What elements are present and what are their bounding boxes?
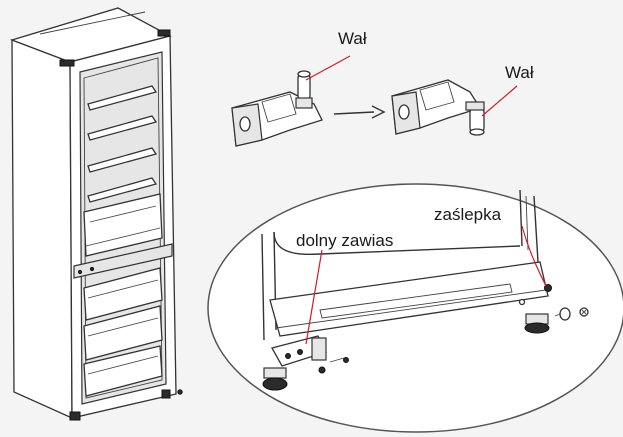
label-shaft-top: Wał — [338, 29, 367, 48]
vent-grille — [319, 283, 513, 319]
hinge-plate — [261, 93, 297, 123]
freezer-drawer — [83, 305, 163, 361]
plug-cap — [554, 307, 571, 321]
plug-hole — [544, 284, 552, 292]
door-bottom-panel — [269, 261, 549, 337]
leader-bottom-hinge — [305, 249, 323, 345]
label-bottom-hinge: dolny zawias — [296, 231, 393, 250]
fridge-top-hinge — [59, 59, 75, 67]
hinge-slot — [239, 116, 251, 132]
shelf — [87, 177, 158, 203]
cabinet-right-edge — [519, 189, 523, 247]
hinge-shaft — [297, 73, 311, 101]
shelf — [87, 147, 158, 173]
bottom-hinge — [271, 335, 349, 374]
hinge-shaft-top — [297, 70, 311, 78]
freezer-drawer — [83, 345, 163, 397]
arrow-head — [371, 105, 386, 119]
leader-shaft-top — [305, 55, 351, 81]
leader-plug — [521, 225, 547, 287]
freezer-drawers — [83, 267, 163, 397]
bottom-hinge-screw — [297, 349, 303, 355]
transfer-arrow — [333, 105, 386, 119]
screw-cross — [581, 309, 587, 315]
hinge-shaft-base — [295, 97, 313, 109]
left-foot — [262, 367, 288, 391]
shelf — [87, 85, 158, 111]
door-hole — [518, 298, 526, 306]
foot-top — [263, 367, 287, 379]
crisper-drawer-edge — [85, 227, 161, 247]
right-foot — [524, 313, 550, 334]
cabinet-right-outer — [533, 195, 539, 263]
arrow-shaft — [333, 111, 375, 115]
fridge-side-panel — [11, 39, 73, 420]
plug-cap-stem — [554, 313, 561, 317]
bottom-hinge-block — [311, 337, 327, 361]
bolt-line — [329, 357, 345, 363]
foot-base — [262, 377, 288, 391]
fridge-foot — [161, 389, 171, 399]
freezer-drawer-edge — [87, 279, 159, 299]
hinge-after — [391, 79, 485, 136]
fridge-shelves — [87, 85, 158, 203]
fridge-foot — [69, 411, 81, 421]
cabinet-right-inner — [525, 195, 529, 251]
fridge-top-edge — [39, 11, 146, 35]
fridge-illustration — [9, 7, 183, 421]
screw — [579, 307, 589, 317]
bottom-hinge-bolt — [318, 366, 326, 374]
zoom-detail — [207, 183, 623, 433]
plug-cap-body — [559, 307, 571, 321]
crisper-drawer-edge — [89, 205, 157, 223]
hinge-slot — [398, 104, 410, 120]
cabinet-inner-bottom — [273, 231, 521, 256]
leader-shaft-right — [481, 85, 518, 117]
freezer-drawer — [83, 267, 163, 321]
cabinet-left-edge — [261, 233, 265, 341]
divider-screw — [77, 269, 83, 275]
bottom-hinge-bolt — [343, 357, 349, 363]
door-bottom-edge — [275, 289, 547, 329]
label-plug: zaślepka — [434, 205, 502, 224]
fridge-screw — [177, 389, 183, 395]
hinge-shaft-bottom — [469, 128, 485, 136]
bottom-hinge-screw — [285, 353, 291, 359]
fridge-top-hinge — [157, 29, 171, 37]
divider-screw — [89, 266, 95, 272]
freezer-drawer-edge — [87, 355, 159, 375]
hinge-before — [231, 70, 323, 147]
shelf — [87, 115, 158, 141]
hinge-plate — [419, 81, 455, 111]
label-shaft-right: Wał — [505, 63, 534, 82]
freezer-drawer-edge — [87, 317, 159, 337]
foot-base — [524, 322, 550, 334]
compartment-divider — [73, 243, 173, 279]
hinge-shaft-base — [465, 101, 485, 111]
